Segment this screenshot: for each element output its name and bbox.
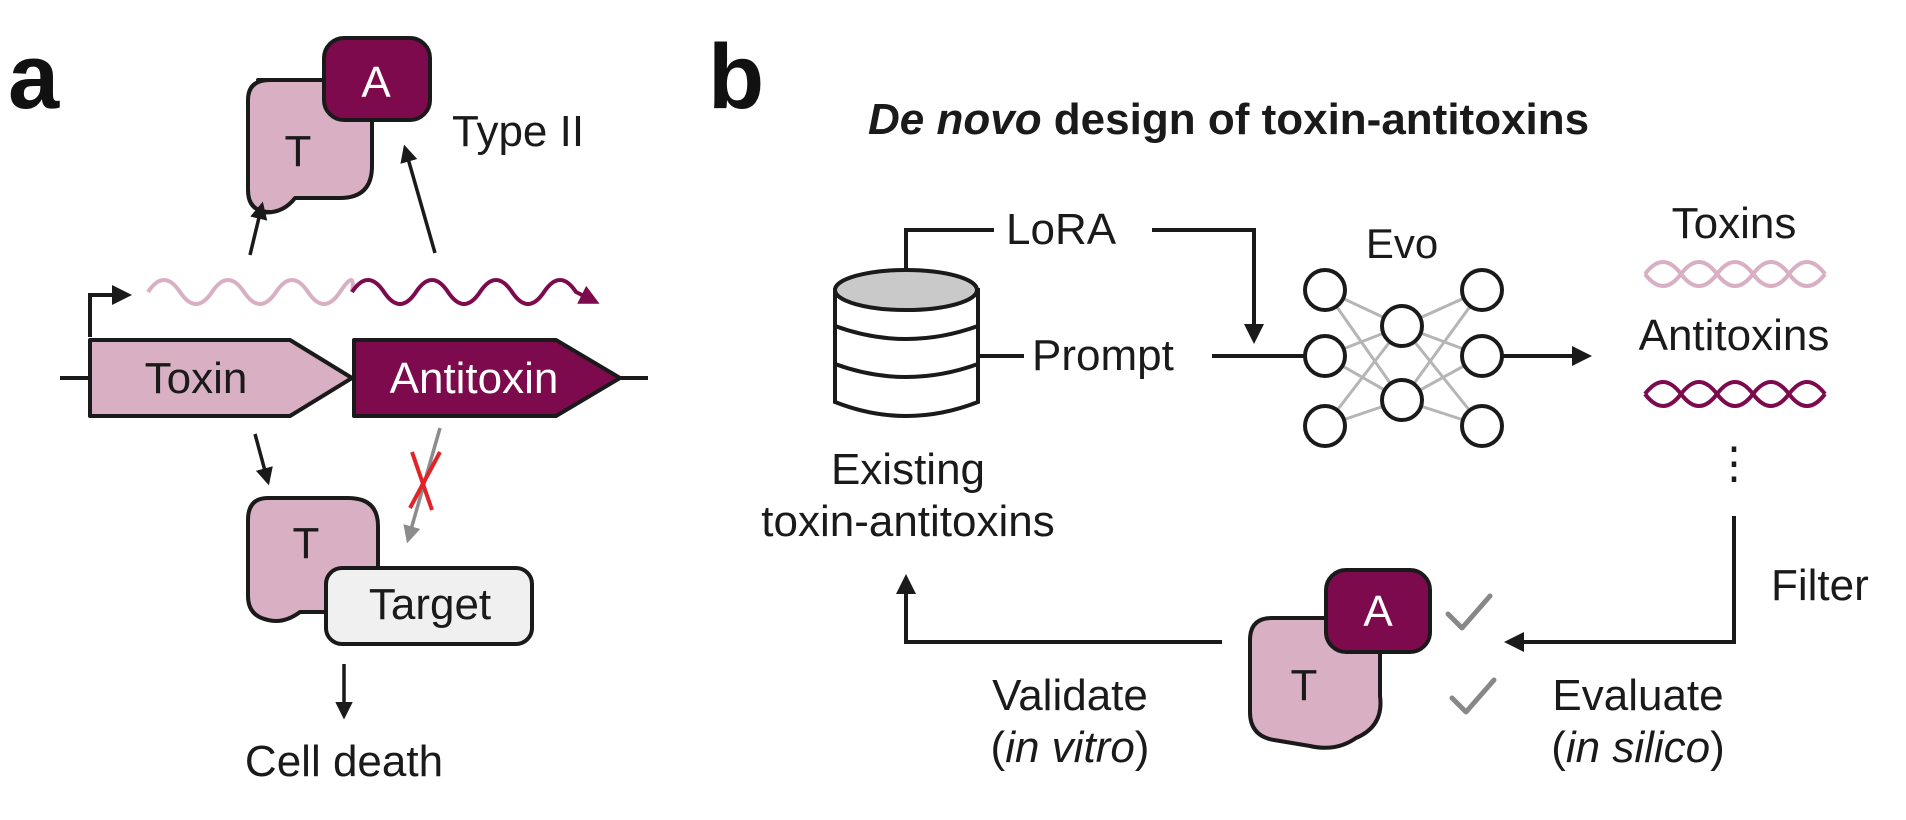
panel-a-label: a xyxy=(8,26,60,128)
type-label: Type II xyxy=(452,107,584,156)
check-icon-bottom xyxy=(1449,677,1497,715)
designed-antitoxin-blob xyxy=(1324,568,1432,654)
output-antitoxins-label: Antitoxins xyxy=(1639,311,1830,360)
validate-paren-open: ( xyxy=(991,723,1006,772)
panel-b-label: b xyxy=(708,26,764,128)
title-italic: De novo xyxy=(868,95,1042,144)
top-toxin-letter: T xyxy=(285,127,312,176)
antitoxin-sequence-helix xyxy=(1643,380,1827,408)
database-label-line2: toxin-antitoxins xyxy=(761,497,1054,546)
evaluate-italic: in silico xyxy=(1566,723,1710,772)
evaluate-method: (in silico) xyxy=(1551,723,1725,772)
target-label: Target xyxy=(369,580,491,629)
antitoxin-gene-arrow xyxy=(352,338,622,418)
filter-arrow xyxy=(1504,516,1736,652)
lora-arrow xyxy=(1152,228,1264,344)
evaluate-paren-open: ( xyxy=(1551,723,1566,772)
evo-nodes xyxy=(1303,268,1504,448)
validate-method: (in vitro) xyxy=(991,723,1150,772)
toxin-gene-label: Toxin xyxy=(145,354,248,403)
antitoxin-mrna-wave xyxy=(350,278,600,306)
toxin-target-complex: T Target xyxy=(246,496,534,646)
cross-mark xyxy=(408,451,442,511)
top-antitoxin-blob xyxy=(322,36,432,122)
arrow-to-bound-toxin xyxy=(253,433,273,486)
output-toxins-label: Toxins xyxy=(1672,199,1797,248)
cell-death-label: Cell death xyxy=(245,737,443,786)
check-icon-top xyxy=(1445,593,1493,631)
designed-antitoxin-letter: A xyxy=(1363,587,1393,636)
evaluate-paren-close: ) xyxy=(1710,723,1725,772)
promoter-arrow xyxy=(88,285,132,337)
output-more-ellipsis: ⋮ xyxy=(1712,439,1756,488)
top-toxin-antitoxin-complex: T A xyxy=(246,36,432,215)
arrow-to-toxin xyxy=(248,201,268,256)
designed-toxin-antitoxin-complex: T A xyxy=(1248,568,1432,750)
title-rest: design of toxin-antitoxins xyxy=(1042,95,1590,144)
arrow-to-antitoxin xyxy=(400,144,437,254)
validate-italic: in vitro xyxy=(1005,723,1135,772)
validate-label: Validate xyxy=(992,671,1148,720)
lora-line-left xyxy=(904,228,994,272)
toxin-gene-arrow xyxy=(88,338,354,418)
prompt-label: Prompt xyxy=(1032,331,1174,380)
toxin-sequence-helix xyxy=(1643,260,1827,288)
bottom-toxin-letter: T xyxy=(293,519,320,568)
toxin-mrna-wave xyxy=(146,278,355,306)
panel-b-title: De novo design of toxin-antitoxins xyxy=(868,95,1589,144)
validate-arrow xyxy=(896,574,1222,644)
database-label-line1: Existing xyxy=(831,445,985,494)
target-box xyxy=(324,566,534,646)
validate-paren-close: ) xyxy=(1135,723,1150,772)
designed-toxin-letter: T xyxy=(1291,661,1318,710)
evaluate-label: Evaluate xyxy=(1552,671,1723,720)
database-cylinder xyxy=(833,268,980,418)
top-antitoxin-letter: A xyxy=(361,58,391,107)
lora-label: LoRA xyxy=(1006,205,1117,254)
evo-label: Evo xyxy=(1366,220,1438,267)
filter-label: Filter xyxy=(1771,561,1869,610)
antitoxin-gene-label: Antitoxin xyxy=(390,354,559,403)
